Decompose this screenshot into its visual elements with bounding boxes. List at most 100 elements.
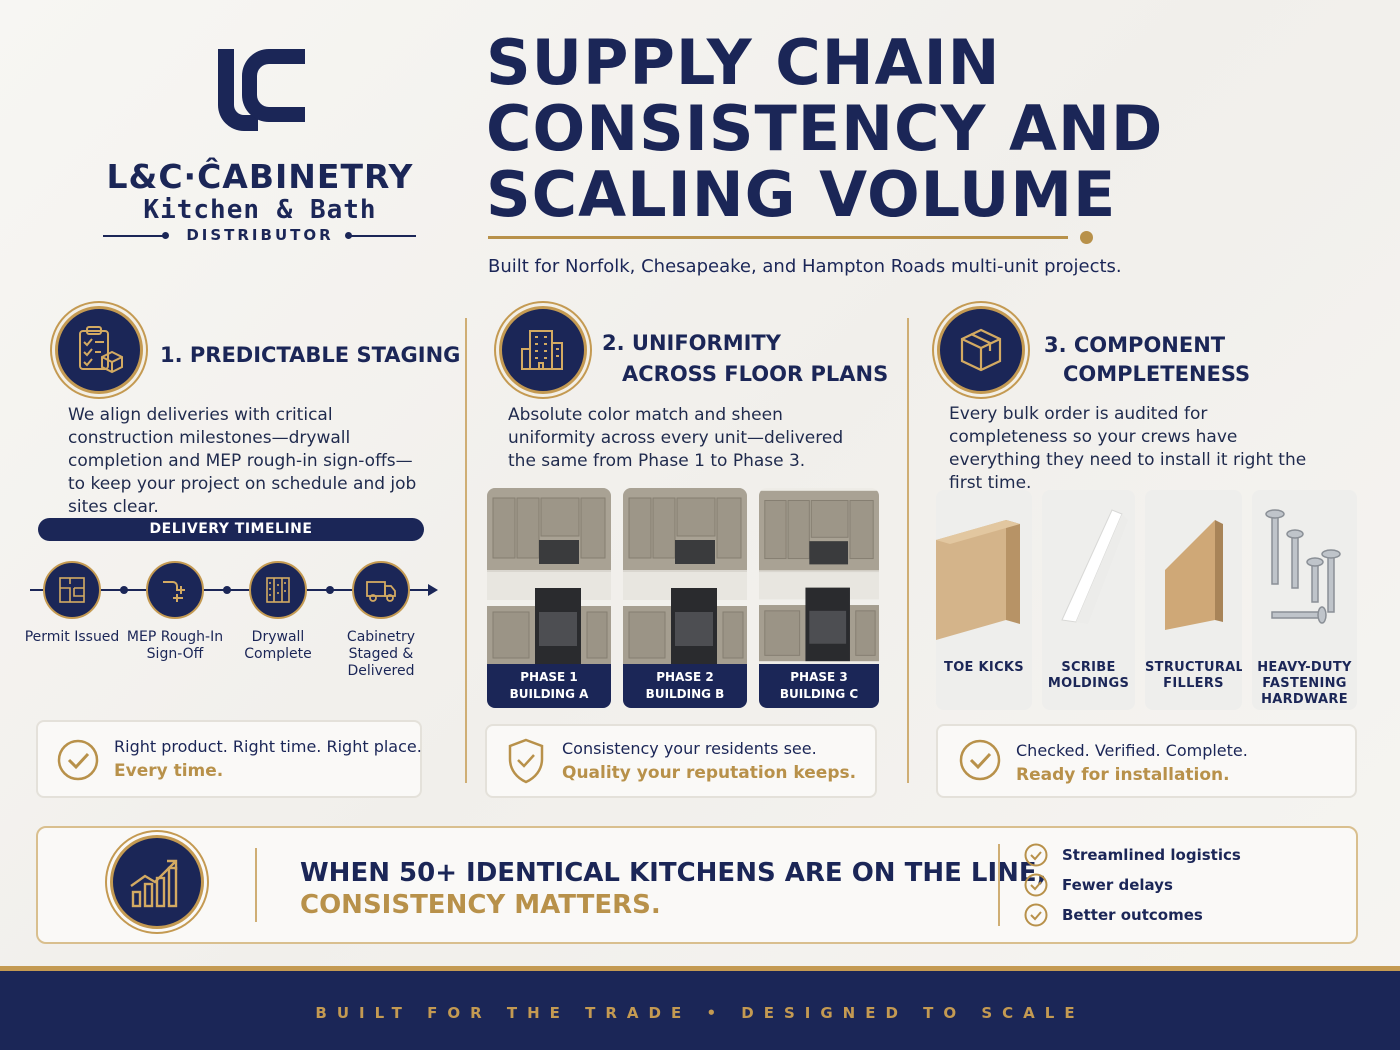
component-label-line: MOLDINGS xyxy=(1047,676,1130,691)
section-heading-uniformity-2: ACROSS FLOOR PLANS xyxy=(622,362,889,386)
component-label-line: STRUCTURAL xyxy=(1145,660,1242,675)
phase-caption: PHASE 1 BUILDING A xyxy=(487,664,611,708)
banner-divider xyxy=(998,844,1000,926)
drywall-panels-icon xyxy=(249,561,307,619)
toe-kick-board-image xyxy=(936,520,1020,640)
uniformity-callout: Consistency your residents see. Quality … xyxy=(485,724,877,798)
screws-image xyxy=(1265,509,1341,624)
phase-caption: PHASE 3 BUILDING C xyxy=(759,664,879,708)
component-tile-structural-fillers: STRUCTURAL FILLERS xyxy=(1145,490,1242,710)
timeline-dot xyxy=(326,586,334,594)
title-line-1: SUPPLY CHAIN xyxy=(486,26,1001,99)
benefit-text: Better outcomes xyxy=(1062,906,1203,924)
brand-descriptor: DISTRIBUTOR xyxy=(186,226,334,244)
component-label: SCRIBE MOLDINGS xyxy=(1042,660,1135,692)
company-logo: L&C·ĈABINETRY Kitchen & Bath DISTRIBUTOR xyxy=(95,45,425,250)
growth-chart-icon xyxy=(110,835,204,929)
logo-dot-left xyxy=(162,232,169,239)
benefit-text: Fewer delays xyxy=(1062,876,1173,894)
section-heading-completeness-2: COMPLETENESS xyxy=(1063,362,1251,386)
phase-label: PHASE 3 xyxy=(790,670,848,684)
component-tile-toe-kicks: TOE KICKS xyxy=(936,490,1032,710)
delivery-truck-icon xyxy=(352,561,410,619)
phase-photo-1: PHASE 1 BUILDING A xyxy=(487,488,611,708)
footer-accent-line xyxy=(0,966,1400,971)
page-title: SUPPLY CHAIN CONSISTENCY AND SCALING VOL… xyxy=(486,30,1186,228)
component-label: STRUCTURAL FILLERS xyxy=(1145,660,1242,692)
brand-tagline: Kitchen & Bath xyxy=(143,195,377,225)
structural-filler-image xyxy=(1165,520,1223,630)
lc-monogram-logo xyxy=(218,49,305,131)
footer-slogan: BUILT FOR THE TRADE • DESIGNED TO SCALE xyxy=(315,1004,1085,1022)
callout-emphasis: Ready for installation. xyxy=(1016,765,1230,785)
timeline-label: Cabinetry Staged & Delivered xyxy=(346,629,416,679)
staging-callout: Right product. Right time. Right place. … xyxy=(36,720,422,798)
pipes-icon xyxy=(146,561,204,619)
timeline-label: Permit Issued xyxy=(24,629,120,645)
component-label-line: SCRIBE xyxy=(1061,660,1116,675)
timeline-label: Drywall Complete xyxy=(244,629,312,662)
component-label: HEAVY-DUTY FASTENING HARDWARE xyxy=(1252,660,1357,708)
building-label: BUILDING C xyxy=(779,687,859,701)
check-circle-icon xyxy=(959,739,1001,781)
brand-name: L&C·ĈABINETRY xyxy=(106,157,414,196)
title-line-3: SCALING VOLUME xyxy=(486,158,1117,231)
callout-text: Checked. Verified. Complete. xyxy=(1016,741,1248,760)
column-divider xyxy=(907,318,909,783)
timeline-arrow-icon xyxy=(428,584,438,596)
section-heading-uniformity: 2. UNIFORMITY xyxy=(602,331,781,355)
component-label-line: HEAVY-DUTY xyxy=(1257,660,1352,675)
logo-rule-right xyxy=(350,235,416,237)
timeline-dot xyxy=(223,586,231,594)
title-line-2: CONSISTENCY AND xyxy=(486,92,1164,165)
component-tile-fastening-hardware: HEAVY-DUTY FASTENING HARDWARE xyxy=(1252,490,1357,710)
phase-caption: PHASE 2 BUILDING B xyxy=(623,664,747,708)
summary-banner: WHEN 50+ IDENTICAL KITCHENS ARE ON THE L… xyxy=(36,826,1358,944)
benefit-text: Streamlined logistics xyxy=(1062,846,1241,864)
callout-text: Consistency your residents see. xyxy=(562,739,817,758)
check-circle-icon xyxy=(57,739,99,781)
package-box-icon xyxy=(937,306,1025,394)
phase-photo-2: PHASE 2 BUILDING B xyxy=(623,488,747,708)
check-circle-icon xyxy=(1024,843,1048,867)
section-body-uniformity: Absolute color match and sheen uniformit… xyxy=(508,405,844,471)
phase-label: PHASE 1 xyxy=(520,670,578,684)
timeline-dot xyxy=(120,586,128,594)
title-underline xyxy=(488,236,1068,239)
logo-rule-left xyxy=(103,235,165,237)
section-body-staging: We align deliveries with critical constr… xyxy=(68,405,417,517)
callout-text: Right product. Right time. Right place. xyxy=(114,737,422,756)
phase-label: PHASE 2 xyxy=(656,670,714,684)
clipboard-checklist-box-icon xyxy=(55,306,143,394)
delivery-timeline-header: DELIVERY TIMELINE xyxy=(38,518,424,541)
kitchen-cabinet-image xyxy=(623,488,747,664)
component-label-line: HARDWARE xyxy=(1261,692,1348,707)
page-subtitle: Built for Norfolk, Chesapeake, and Hampt… xyxy=(488,256,1122,277)
banner-headline-emphasis: CONSISTENCY MATTERS. xyxy=(300,890,661,920)
section-heading-completeness: 3. COMPONENT xyxy=(1044,333,1226,357)
component-label: TOE KICKS xyxy=(944,660,1024,675)
section-heading-staging: 1. PREDICTABLE STAGING xyxy=(160,343,461,367)
building-icon xyxy=(499,306,587,394)
banner-headline: WHEN 50+ IDENTICAL KITCHENS ARE ON THE L… xyxy=(300,858,1047,888)
check-circle-icon xyxy=(1024,903,1048,927)
callout-emphasis: Every time. xyxy=(114,761,224,781)
blueprint-icon xyxy=(43,561,101,619)
completeness-callout: Checked. Verified. Complete. Ready for i… xyxy=(936,724,1357,798)
kitchen-cabinet-image xyxy=(487,488,611,664)
banner-divider xyxy=(255,848,257,922)
building-label: BUILDING B xyxy=(645,687,725,701)
scribe-molding-image xyxy=(1061,509,1128,624)
timeline-label: MEP Rough-In Sign-Off xyxy=(126,629,224,662)
kitchen-cabinet-image xyxy=(759,490,879,662)
callout-emphasis: Quality your reputation keeps. xyxy=(562,763,857,783)
title-underline-dot xyxy=(1080,231,1093,244)
building-label: BUILDING A xyxy=(509,687,589,701)
shield-check-icon xyxy=(508,738,544,784)
column-divider xyxy=(465,318,467,783)
component-tile-scribe-moldings: SCRIBE MOLDINGS xyxy=(1042,490,1135,710)
phase-photo-3: PHASE 3 BUILDING C xyxy=(759,488,879,708)
check-circle-icon xyxy=(1024,873,1048,897)
component-label-line: FILLERS xyxy=(1163,676,1224,691)
component-label-line: FASTENING xyxy=(1262,676,1347,691)
